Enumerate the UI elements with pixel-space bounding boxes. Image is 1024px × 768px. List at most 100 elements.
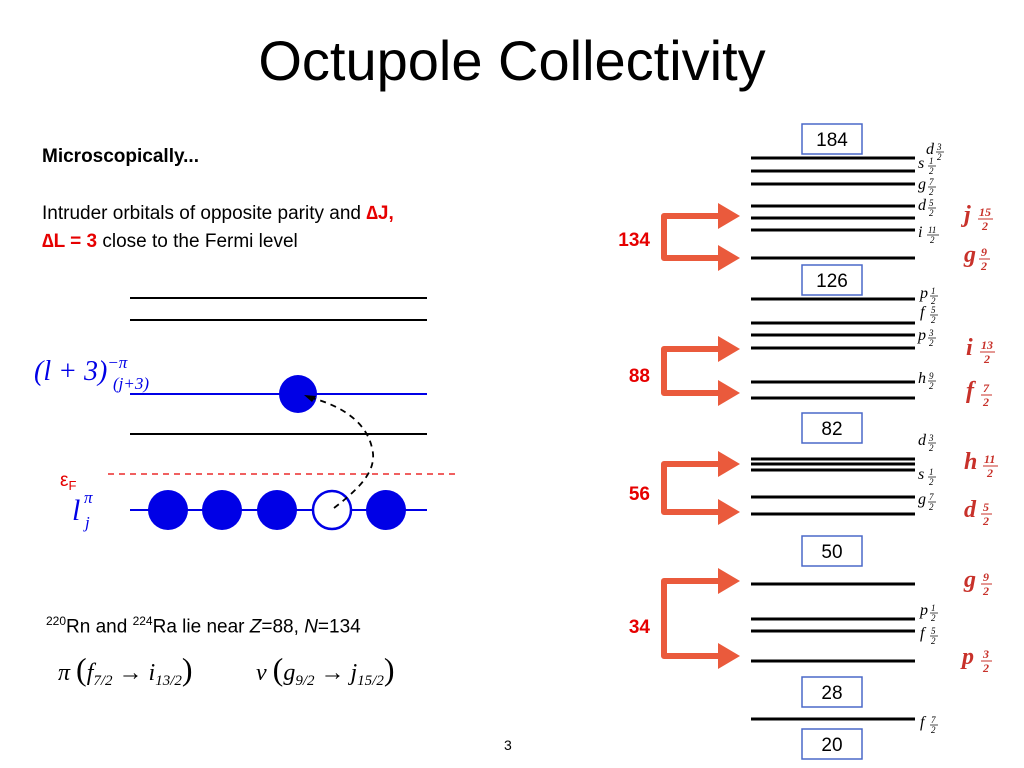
- svg-text:j: j: [960, 202, 971, 228]
- svg-text:2: 2: [986, 466, 993, 480]
- svg-text:1: 1: [931, 286, 936, 296]
- svg-text:2: 2: [931, 296, 936, 306]
- svg-text:9: 9: [981, 245, 987, 259]
- neutron-number: 134: [618, 230, 650, 251]
- svg-text:2: 2: [982, 395, 989, 409]
- svg-text:3: 3: [936, 142, 942, 152]
- coupling-arrow-34: [661, 578, 720, 659]
- svg-text:11: 11: [928, 225, 936, 235]
- microscopically-heading: Microscopically...: [42, 146, 199, 167]
- magic-number: 184: [816, 130, 848, 151]
- hole: [311, 489, 353, 531]
- svg-text:2: 2: [929, 208, 934, 218]
- svg-text:d: d: [964, 497, 977, 523]
- svg-text:2: 2: [929, 477, 934, 487]
- magic-number: 82: [821, 419, 842, 440]
- svg-text:f: f: [920, 304, 927, 321]
- svg-text:2: 2: [930, 235, 935, 245]
- transition-formula: π(f7/2→i13/2) ν(g9/2→j15/2): [58, 651, 394, 689]
- svg-text:i: i: [918, 224, 922, 241]
- neutron-numbers: 134 88 56 34: [618, 230, 650, 638]
- svg-text:2: 2: [929, 502, 934, 512]
- intruder-pre: Intruder orbitals of opposite parity and: [42, 203, 367, 224]
- svg-text:f: f: [920, 625, 927, 642]
- lower-orbit-particles: [148, 489, 406, 531]
- neutron-transition: ν(g9/2→j15/2): [256, 651, 394, 689]
- svg-text:2: 2: [981, 219, 988, 233]
- svg-text:5: 5: [983, 500, 989, 514]
- svg-text:9: 9: [983, 570, 989, 584]
- particle: [279, 375, 317, 413]
- excitation-dashed-path: [311, 397, 374, 509]
- svg-text:2: 2: [982, 661, 989, 675]
- fermi-level-diagram: (l + 3)−π (j+3) εF l π j: [34, 297, 455, 532]
- svg-text:s: s: [918, 466, 924, 483]
- svg-text:d: d: [918, 432, 927, 449]
- magic-number: 126: [816, 271, 848, 292]
- svg-text:5: 5: [931, 305, 936, 315]
- svg-text:2: 2: [931, 613, 936, 623]
- svg-text:7: 7: [931, 715, 936, 725]
- upper-orbital-label: (l + 3)−π: [34, 353, 128, 387]
- upper-orbit-particles: [279, 375, 317, 413]
- magic-number: 50: [821, 542, 842, 563]
- lower-orbital-label: l: [72, 494, 80, 527]
- svg-text:p: p: [919, 285, 928, 302]
- lower-orbital-sub: j: [83, 513, 90, 532]
- svg-text:2: 2: [982, 514, 989, 528]
- nuclei-text: 220Rn and 224Ra lie near Z=88, N=134: [46, 614, 361, 638]
- svg-text:5: 5: [931, 626, 936, 636]
- svg-text:9: 9: [929, 371, 934, 381]
- svg-text:1: 1: [929, 467, 934, 477]
- coupling-arrow-56: [661, 461, 720, 515]
- svg-text:2: 2: [931, 725, 936, 735]
- svg-text:i: i: [966, 335, 973, 361]
- svg-text:7: 7: [983, 381, 990, 395]
- svg-text:g: g: [963, 242, 976, 268]
- svg-text:2: 2: [982, 584, 989, 598]
- svg-text:p: p: [919, 602, 928, 619]
- coupling-arrow-88: [661, 346, 720, 396]
- svg-text:1: 1: [929, 156, 934, 166]
- svg-text:7: 7: [929, 492, 934, 502]
- svg-text:3: 3: [928, 328, 934, 338]
- particle: [148, 490, 188, 530]
- svg-text:p: p: [917, 327, 926, 344]
- magic-number: 28: [821, 683, 842, 704]
- svg-text:h: h: [964, 449, 977, 475]
- svg-text:13: 13: [981, 338, 993, 352]
- svg-text:11: 11: [984, 452, 995, 466]
- svg-text:3: 3: [982, 647, 989, 661]
- svg-text:f: f: [966, 378, 976, 404]
- svg-text:15: 15: [979, 205, 991, 219]
- slide-title: Octupole Collectivity: [258, 29, 766, 92]
- svg-text:2: 2: [931, 315, 936, 325]
- svg-text:g: g: [918, 176, 926, 193]
- svg-text:2: 2: [929, 187, 934, 197]
- neutron-number: 88: [629, 366, 650, 387]
- svg-text:2: 2: [980, 259, 987, 273]
- page-number: 3: [504, 737, 512, 753]
- intruder-label: j 152: [960, 202, 993, 233]
- intruder-text: Intruder orbitals of opposite parity and…: [42, 200, 417, 256]
- intruder-highlight: ∆J, ∆L = 3: [42, 203, 394, 252]
